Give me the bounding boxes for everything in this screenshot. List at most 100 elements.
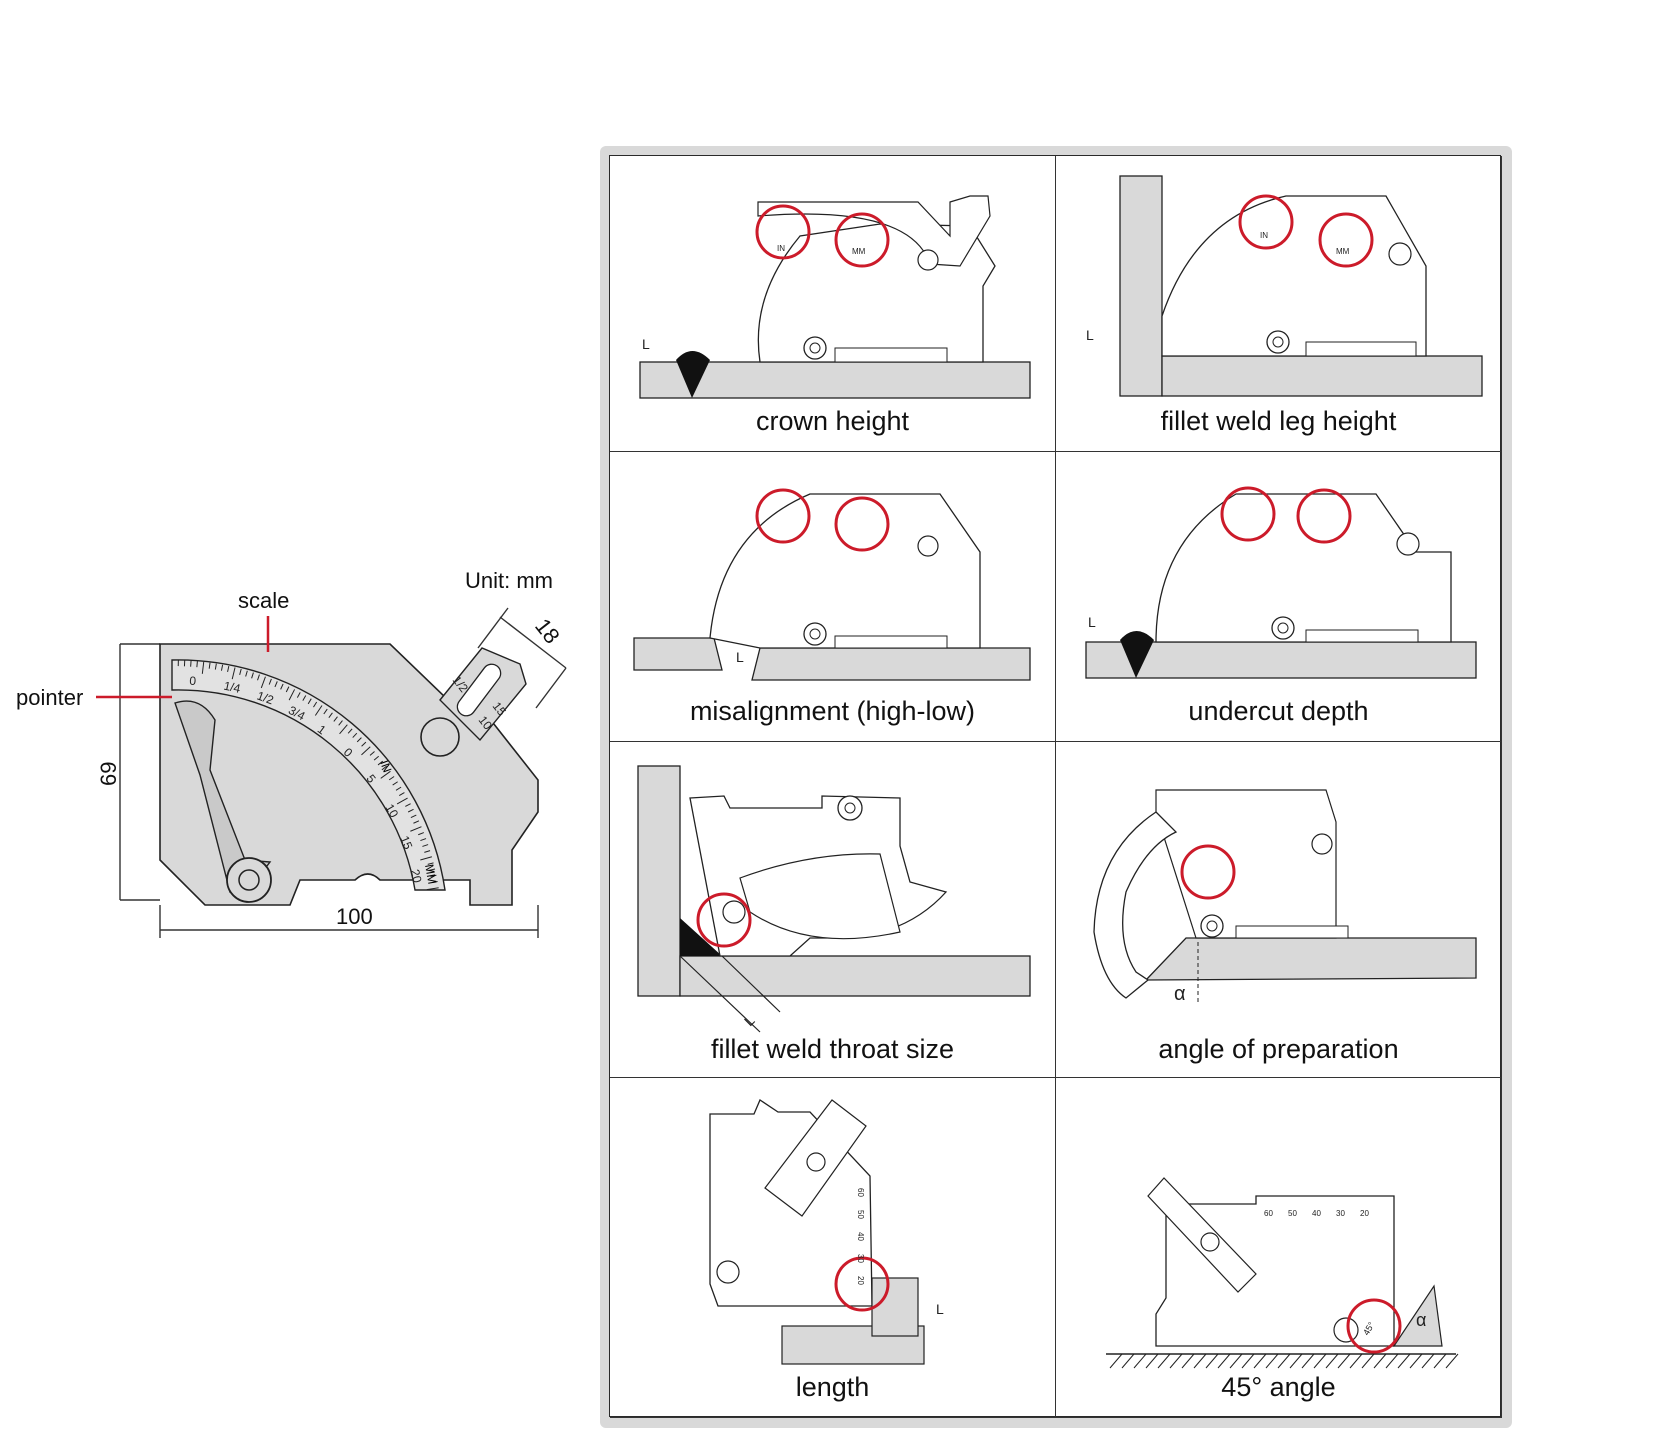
arc-tick <box>260 676 266 689</box>
arc-tick <box>405 803 411 807</box>
measurement-grid: IN MM L crown height IN MM L <box>609 155 1502 1418</box>
hatch-line <box>1325 1353 1339 1369</box>
caption-angle-of-preparation: angle of preparation <box>1158 1034 1399 1064</box>
cell-crown-height: IN MM L crown height <box>610 156 1056 452</box>
dim-slot-label: 18 <box>530 614 565 649</box>
arc-tick <box>268 678 272 685</box>
dimension-lines <box>119 607 567 938</box>
arc-tick <box>427 862 434 865</box>
hatch-line <box>1349 1353 1363 1369</box>
hatch-line <box>1385 1353 1399 1369</box>
slot-opening <box>456 663 502 717</box>
arc-tick <box>227 665 230 673</box>
hatch-line <box>1109 1353 1123 1369</box>
hatch-line <box>1445 1353 1459 1369</box>
arc-tick-label: 1/4 <box>223 679 243 696</box>
cell-fillet-weld-leg-height: IN MM L fillet weld leg height <box>1056 156 1502 452</box>
arc-unit-in: IN <box>377 758 394 774</box>
pivot-knob <box>226 857 272 903</box>
arc-tick-marks <box>171 660 439 891</box>
arc-tick <box>418 832 424 836</box>
arc-tick <box>356 737 362 743</box>
ground-hatch <box>1109 1353 1459 1369</box>
arc-tick <box>245 670 248 677</box>
hatch-line <box>1301 1353 1315 1369</box>
arc-tick <box>251 672 254 679</box>
svg-text:IN: IN <box>777 244 785 253</box>
hatch-line <box>1217 1353 1231 1369</box>
arc-tick <box>396 797 408 805</box>
arc-tick <box>274 681 278 688</box>
hatch-line <box>1337 1353 1351 1369</box>
pointer-label: pointer <box>16 685 83 710</box>
arc-tick <box>429 868 436 871</box>
length-scale-label: 60 <box>856 1188 865 1197</box>
slot-knob <box>420 717 460 757</box>
arc-tick <box>323 708 328 715</box>
arc-tick <box>395 786 402 791</box>
pivot-knob-inner <box>238 869 260 891</box>
hatch-line <box>1121 1353 1135 1369</box>
caption-length: length <box>795 1372 870 1402</box>
hatch-line <box>1241 1353 1255 1369</box>
throat-size-drawing: L <box>637 765 1031 1033</box>
arc-tick <box>314 705 323 716</box>
hatch-line <box>1157 1353 1171 1369</box>
arc-tick <box>410 826 422 832</box>
arc-tick <box>328 712 333 718</box>
arc-tick <box>361 746 371 756</box>
hatch-line <box>1193 1353 1207 1369</box>
svg-text:L: L <box>1086 327 1094 343</box>
arc-tick <box>220 664 224 671</box>
arc-tick <box>257 674 260 681</box>
caption-misalignment: misalignment (high-low) <box>689 696 976 726</box>
arc-tick <box>333 716 338 722</box>
svg-text:L: L <box>741 1012 758 1029</box>
fillet-leg-drawing: IN MM L <box>1086 175 1483 397</box>
svg-text:L: L <box>642 336 650 352</box>
hatch-line <box>1145 1353 1159 1369</box>
gauge-body <box>159 643 539 906</box>
arc-tick <box>239 668 242 675</box>
arc-tick <box>347 728 353 734</box>
arc-tick <box>407 808 414 813</box>
cell-angle-of-preparation: α angle of preparation <box>1056 742 1502 1078</box>
angle-preparation-drawing: α <box>1093 789 1477 1005</box>
arc-tick <box>381 765 387 771</box>
arc-tick <box>422 844 429 847</box>
arc-tick <box>369 751 375 756</box>
arc-tick <box>373 755 380 761</box>
arc-tick <box>398 792 405 797</box>
unit-label: Unit: mm <box>465 568 553 593</box>
caption-fillet-weld-throat-size: fillet weld throat size <box>710 1034 955 1064</box>
caption-crown-height: crown height <box>755 406 910 436</box>
svg-text:L: L <box>936 1301 944 1317</box>
crown-height-drawing: IN MM L <box>639 195 1031 399</box>
arc-tick <box>413 820 420 824</box>
length-scale-label: 40 <box>856 1232 865 1241</box>
hatch-line <box>1229 1353 1243 1369</box>
arc-tick <box>424 850 431 853</box>
arc-tick <box>231 667 236 680</box>
arc-tick <box>420 838 427 842</box>
angle-scale-label: 20 <box>1360 1209 1369 1218</box>
arc-tick <box>201 661 205 674</box>
arc-tick <box>426 887 439 891</box>
scale-arc <box>171 659 446 891</box>
hatch-line <box>1205 1353 1219 1369</box>
arc-tick <box>420 856 432 861</box>
svg-text:α: α <box>1416 1310 1426 1330</box>
arc-tick <box>380 770 391 779</box>
arc-tick-label: 10 <box>382 802 401 821</box>
arc-tick <box>296 692 301 698</box>
arc-tick <box>280 683 284 690</box>
arc-tick <box>339 724 348 735</box>
hatch-line <box>1277 1353 1291 1369</box>
angle-scale-label: 60 <box>1264 1209 1273 1218</box>
cell-undercut-depth: L undercut depth <box>1056 452 1502 742</box>
hatch-line <box>1313 1353 1327 1369</box>
